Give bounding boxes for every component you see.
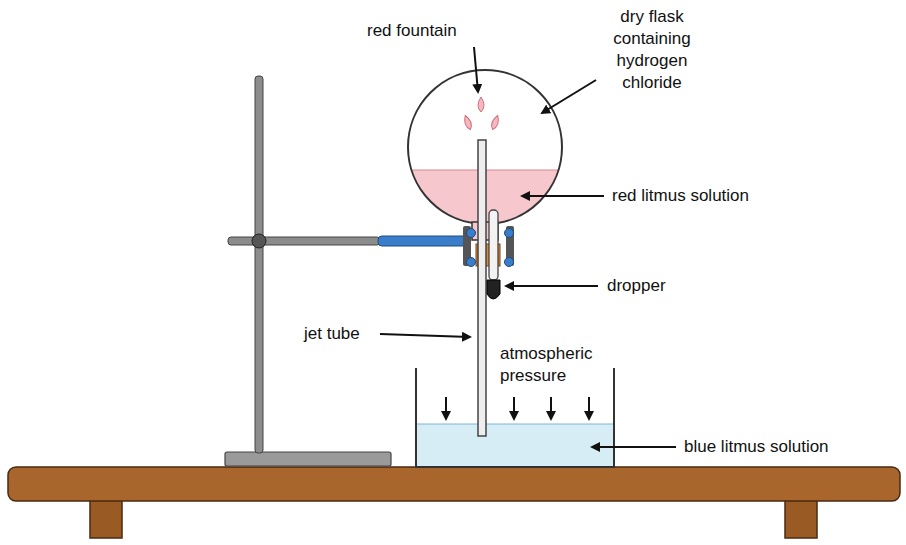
fountain-drop <box>490 114 501 130</box>
pressure-arrow <box>550 397 552 419</box>
dropper <box>489 210 498 280</box>
tube-label: jet tube <box>304 323 360 345</box>
clamp-arm <box>228 237 380 245</box>
leader-arrow <box>522 195 604 197</box>
boss-head <box>252 234 266 248</box>
leader-arrow <box>474 47 478 92</box>
leader-arrow <box>542 80 596 113</box>
table-top <box>8 467 900 501</box>
pressure-label: atmospheric pressure <box>500 343 618 387</box>
fountain-label: red fountain <box>367 20 457 42</box>
stand-base <box>225 452 391 466</box>
pressure-arrow <box>588 397 590 419</box>
dropper-bulb <box>487 280 500 299</box>
clamp-grip <box>378 236 470 246</box>
leader-arrow <box>506 285 598 287</box>
pressure-arrow <box>445 397 447 419</box>
leader-arrow <box>380 334 470 337</box>
stand-rod <box>255 76 263 453</box>
pressure-arrow <box>513 397 515 419</box>
table-leg <box>90 498 122 538</box>
jet-tube <box>478 140 486 436</box>
blue-litmus <box>416 424 614 467</box>
leader-arrow <box>592 446 676 448</box>
fountain-drop <box>462 114 473 130</box>
dropper-label: dropper <box>607 275 666 297</box>
solution-label: blue litmus solution <box>684 436 829 458</box>
table-leg <box>785 498 817 538</box>
solution-label: red litmus solution <box>612 185 749 207</box>
fountain-drop <box>478 97 484 112</box>
flask-label: dry flask containing hydrogen chloride <box>600 6 704 94</box>
